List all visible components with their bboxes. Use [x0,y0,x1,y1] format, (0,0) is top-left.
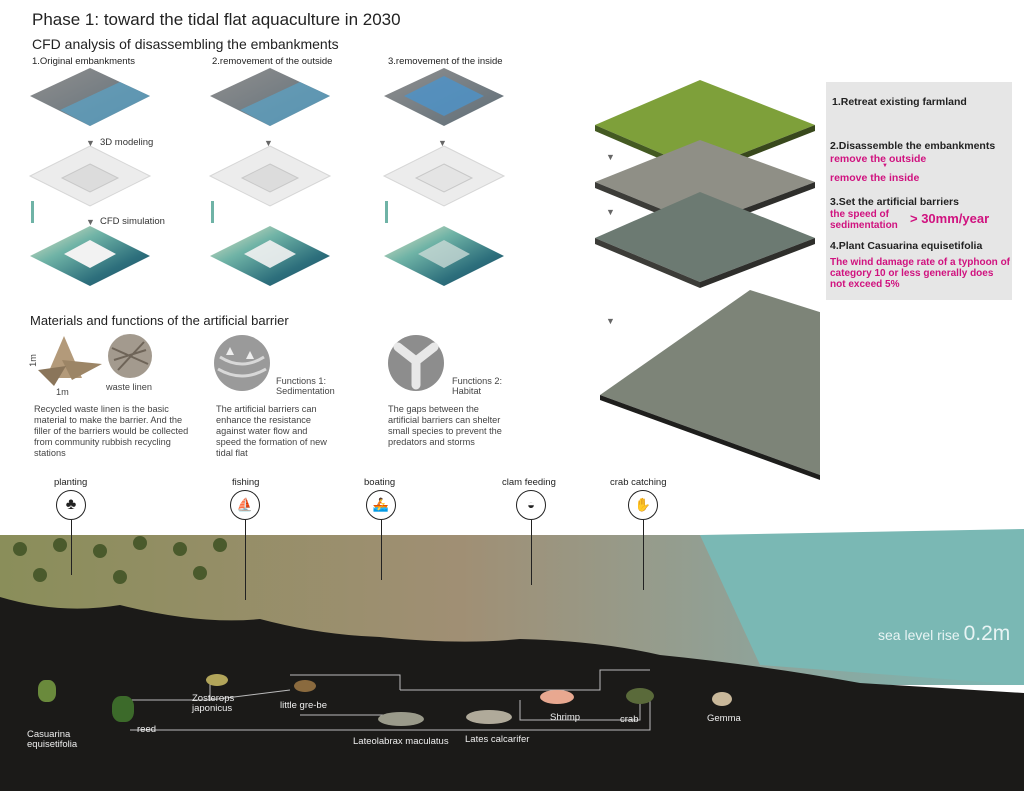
arrow-down-icon: ▼ [264,138,273,148]
aerial-tile-3 [384,68,504,126]
sea-level-value: 0.2m [963,622,1011,645]
arrow-down-icon: ▼ [606,316,615,326]
material-description: Recycled waste linen is the basic materi… [34,404,189,458]
sedimentation-speed-label: the speed of sedimentation [830,209,898,231]
dimension-vertical: 1m [27,354,38,367]
barrier-unit-model [38,334,152,386]
rowing-icon: 🚣 [366,490,396,520]
aerial-tile-1 [30,68,150,126]
activity-fishing-label: fishing [232,477,260,488]
steps-panel: 1.Retreat existing farmland 2.Disassembl… [826,82,1012,300]
function-1-description: The artificial barriers can enhance the … [216,404,327,458]
color-scale [31,201,34,223]
model-tile-3 [382,145,506,207]
cfd-tile-3 [384,226,504,286]
sedimentation-icon [214,335,270,391]
page-title: Phase 1: toward the tidal flat aquacultu… [32,10,401,29]
activity-planting-label: planting [54,477,88,488]
color-scale [211,201,214,223]
arrow-down-icon: ▼ [606,152,615,162]
layers-diagram [595,80,820,480]
food-web-lines [120,669,651,731]
species-lates: Lates calcarifer [465,734,530,745]
cfd-diagram [28,68,506,286]
activity-leader [71,520,73,575]
activity-leader [531,520,533,585]
step-3d-modeling: 3D modeling [100,137,154,148]
activity-boating-label: boating [364,477,396,488]
arrow-down-icon: ▼ [86,217,95,227]
crab-image [626,688,654,704]
final-landscape-block [600,290,820,480]
step-disassemble-embankments: 2.Disassemble the embankments [830,140,996,152]
step-plant-casuarina: 4.Plant Casuarina equisetifolia [830,240,983,252]
crab-catching-icon: ✋ [628,490,658,520]
remove-inside-text: remove the inside [830,172,920,184]
function-1-title: Functions 1: Sedimentation [276,376,335,396]
dimension-horizontal: 1m [56,387,69,397]
casuarina-image [38,680,56,702]
habitat-icon [388,335,444,391]
activity-crab-catching-label: crab catching [610,477,667,488]
materials-heading: Materials and functions of the artificia… [30,313,289,328]
species-casuarina: Casuarina equisetifolia [27,729,78,750]
species-shrimp: Shrimp [550,712,581,723]
step-cfd-simulation: CFD simulation [100,216,165,227]
species-little-grebe: little gre-be [280,700,327,711]
wind-damage-note: The wind damage rate of a typhoon of cat… [830,257,1011,290]
sea [700,529,1024,685]
sea-level-label: sea level rise [878,627,960,643]
activity-leader [381,520,383,580]
species-gemma: Gemma [707,713,741,724]
species-reed: reed [137,724,157,735]
column-label-outside: 2.removement of the outside [212,56,333,67]
activity-leader [643,520,645,590]
trees [13,536,227,584]
arrow-down-icon: ▼ [606,207,615,217]
cfd-tile-1 [30,226,150,286]
landscape-section [0,529,1024,791]
clam-icon: ◒ [516,490,546,520]
species-crab: crab [620,714,639,725]
grebe-image [294,680,316,692]
color-scale [385,201,388,223]
reed-image [112,696,134,722]
tree-icon: ♣ [56,490,86,520]
gemma-image [712,692,732,706]
sedimentation-speed-value: > 30mm/year [910,211,990,226]
aerial-tile-2 [210,68,330,126]
fishing-boat-icon: ⛵ [230,490,260,520]
sea-level-rise: sea level rise 0.2m [878,622,1010,646]
activity-leader [245,520,247,600]
model-tile-1 [28,145,152,207]
species-zosterops: Zosterops japonicus [192,693,235,714]
function-2-description: The gaps between the artificial barriers… [388,404,502,447]
shrimp-image [540,690,574,704]
arrow-down-icon: ▼ [882,163,888,169]
column-label-inside: 3.removement of the inside [388,56,503,67]
step-retreat-farmland: 1.Retreat existing farmland [832,96,967,108]
zosterops-image [206,674,228,686]
step-artificial-barriers: 3.Set the artificial barriers [830,196,959,208]
activity-clam-feeding-label: clam feeding [502,477,556,488]
species-lateolabrax: Lateolabrax maculatus [353,736,449,747]
arrow-down-icon: ▼ [438,138,447,148]
lateolabrax-image [378,712,424,726]
mud-section [0,597,1024,791]
model-tile-2 [208,145,332,207]
lates-image [466,710,512,724]
barrier-layer [595,192,815,288]
function-2-title: Functions 2: Habitat [452,376,503,396]
column-label-original: 1.Original embankments [32,56,135,67]
cfd-heading: CFD analysis of disassembling the embank… [32,36,339,52]
waste-linen-label: waste linen [106,382,152,392]
remove-outside-text: remove the outside [830,153,927,165]
arrow-down-icon: ▼ [86,138,95,148]
cfd-tile-2 [210,226,330,286]
